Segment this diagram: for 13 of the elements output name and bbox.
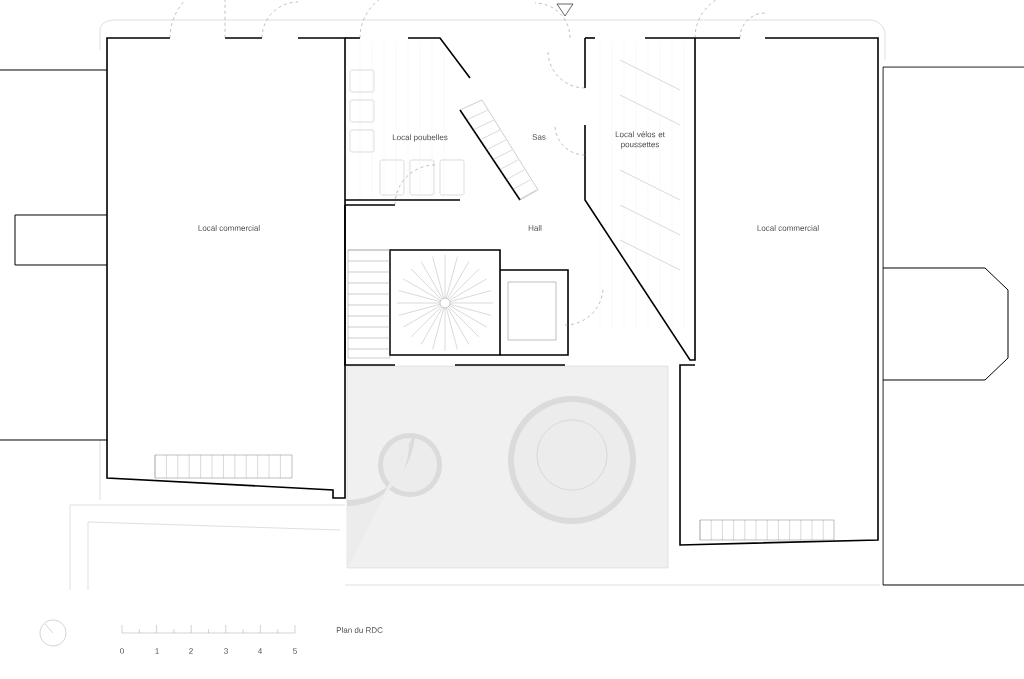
plan-title: Plan du RDC <box>336 627 383 633</box>
room-label: Sas <box>532 134 546 140</box>
room-label: Local vélos et poussettes <box>615 131 665 149</box>
room-label: Local commercial <box>198 225 260 231</box>
room-label: Local poubelles <box>392 134 448 142</box>
scale-number: 3 <box>224 648 228 654</box>
scale-number: 5 <box>293 648 297 654</box>
scale-number: 1 <box>155 648 159 654</box>
scale-number: 4 <box>257 648 262 654</box>
room-label: Local commercial <box>757 225 819 231</box>
scale-number: 0 <box>120 648 124 654</box>
scale-number: 2 <box>189 648 193 654</box>
room-label: Hall <box>528 225 542 231</box>
